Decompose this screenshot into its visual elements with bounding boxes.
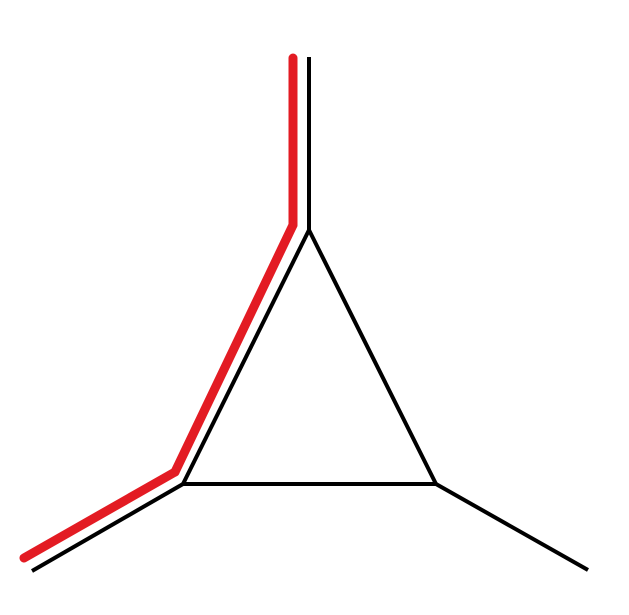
skeleton-bonds [31,57,589,573]
highlight-left-ring-bond [170,220,298,477]
ring-left-bond [181,229,311,485]
highlight-lower-left-bond [19,467,180,563]
ring-right-bond [307,229,438,485]
lower-left-bond [31,482,184,573]
lower-right-bond [435,482,589,572]
highlighted-path [19,53,298,563]
